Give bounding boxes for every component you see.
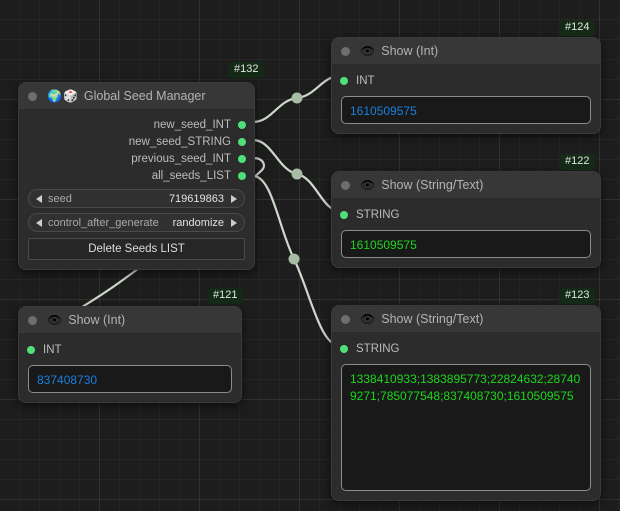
input-port-label: INT <box>43 343 62 356</box>
node-header[interactable]: 👁 Show (String/Text) <box>332 306 600 333</box>
node-title: Show (Int) <box>381 44 439 58</box>
collapse-dot-icon[interactable] <box>28 315 37 325</box>
collapse-dot-icon[interactable] <box>341 180 350 190</box>
widget-value[interactable]: randomize <box>172 216 224 229</box>
wire-dot <box>291 168 303 180</box>
node-show-string-122[interactable]: 👁 Show (String/Text) STRING 1610509575 <box>331 171 601 268</box>
wire-seed-int-to-124 <box>251 74 342 124</box>
input-port-label: STRING <box>356 342 400 355</box>
input-port-dot[interactable] <box>340 210 348 219</box>
value-display-box[interactable]: 837408730 <box>28 365 232 393</box>
input-port-dot[interactable] <box>340 76 348 85</box>
node-title: Show (String/Text) <box>381 178 484 192</box>
decrement-arrow-icon[interactable] <box>36 218 42 227</box>
output-port-dot[interactable] <box>238 154 246 163</box>
node-header[interactable]: 👁 Show (String/Text) <box>332 172 600 199</box>
value-display-box[interactable]: 1610509575 <box>341 230 591 258</box>
output-port-row-new-seed-string[interactable]: new_seed_STRING <box>19 133 254 150</box>
input-port-row[interactable]: INT <box>332 71 600 90</box>
node-body: INT 1610509575 <box>332 65 600 133</box>
delete-seeds-list-label: Delete Seeds LIST <box>88 243 185 255</box>
node-title: Show (String/Text) <box>381 312 484 326</box>
eye-icon: 👁 <box>360 178 376 192</box>
collapse-dot-icon[interactable] <box>341 46 350 56</box>
node-title: Show (Int) <box>68 313 126 327</box>
input-port-label: STRING <box>356 208 400 221</box>
eye-icon: 👁 <box>47 313 63 327</box>
increment-arrow-icon[interactable] <box>231 194 237 203</box>
node-show-int-124[interactable]: 👁 Show (Int) INT 1610509575 <box>331 37 601 134</box>
value-display-box[interactable]: 1338410933;1383895773;22824632;287409271… <box>341 364 591 491</box>
widget-value[interactable]: 719619863 <box>168 192 224 205</box>
eye-icon: 👁 <box>360 44 376 58</box>
wire-all-seeds-to-123 <box>251 174 342 348</box>
node-body: STRING 1338410933;1383895773;22824632;28… <box>332 333 600 500</box>
eye-icon: 👁 <box>360 312 376 326</box>
collapse-dot-icon[interactable] <box>28 91 37 101</box>
output-port-dot[interactable] <box>238 120 246 129</box>
delete-seeds-list-button[interactable]: Delete Seeds LIST <box>28 238 245 260</box>
node-header[interactable]: 👁 Show (Int) <box>19 307 241 334</box>
node-body: new_seed_INT new_seed_STRING previous_se… <box>19 110 254 269</box>
node-id-badge-121: #121 <box>207 288 244 304</box>
globe-icon: 🌍 <box>47 89 62 103</box>
decrement-arrow-icon[interactable] <box>36 194 42 203</box>
input-port-row[interactable]: STRING <box>332 339 600 358</box>
widget-label: control_after_generate <box>48 216 159 229</box>
node-show-int-121[interactable]: 👁 Show (Int) INT 837408730 <box>18 306 242 403</box>
output-port-label: new_seed_STRING <box>128 135 231 148</box>
node-id-badge-132: #132 <box>228 62 265 78</box>
widget-seed[interactable]: seed 719619863 <box>28 189 245 208</box>
value-display-box[interactable]: 1610509575 <box>341 96 591 124</box>
output-port-label: previous_seed_INT <box>131 152 231 165</box>
output-port-row-all-seeds-list[interactable]: all_seeds_LIST <box>19 167 254 184</box>
node-title: Global Seed Manager <box>83 89 206 103</box>
output-port-row-previous-seed-int[interactable]: previous_seed_INT <box>19 150 254 167</box>
output-port-label: all_seeds_LIST <box>151 169 231 182</box>
dice-icon: 🎲 <box>62 89 78 103</box>
node-body: STRING 1610509575 <box>332 199 600 267</box>
input-port-dot[interactable] <box>27 345 35 354</box>
widget-label: seed <box>48 192 72 205</box>
node-id-badge-124: #124 <box>559 20 596 36</box>
node-header[interactable]: 🌍 🎲 Global Seed Manager <box>19 83 254 110</box>
node-id-badge-123: #123 <box>559 288 596 304</box>
output-port-row-new-seed-int[interactable]: new_seed_INT <box>19 116 254 133</box>
node-show-string-123[interactable]: 👁 Show (String/Text) STRING 1338410933;1… <box>331 305 601 501</box>
node-body: INT 837408730 <box>19 334 241 402</box>
output-port-dot[interactable] <box>238 171 246 180</box>
widget-control-after-generate[interactable]: control_after_generate randomize <box>28 213 245 232</box>
wire-dot <box>291 92 303 104</box>
node-header[interactable]: 👁 Show (Int) <box>332 38 600 65</box>
collapse-dot-icon[interactable] <box>341 314 350 324</box>
input-port-label: INT <box>356 74 375 87</box>
input-port-row[interactable]: INT <box>19 340 241 359</box>
output-port-dot[interactable] <box>238 137 246 146</box>
input-port-row[interactable]: STRING <box>332 205 600 224</box>
wire-dot <box>288 253 300 265</box>
node-global-seed-manager-132[interactable]: 🌍 🎲 Global Seed Manager new_seed_INT new… <box>18 82 255 270</box>
increment-arrow-icon[interactable] <box>231 218 237 227</box>
node-id-badge-122: #122 <box>559 154 596 170</box>
input-port-dot[interactable] <box>340 344 348 353</box>
output-port-label: new_seed_INT <box>153 118 231 131</box>
wire-seed-string-to-122 <box>251 138 342 213</box>
